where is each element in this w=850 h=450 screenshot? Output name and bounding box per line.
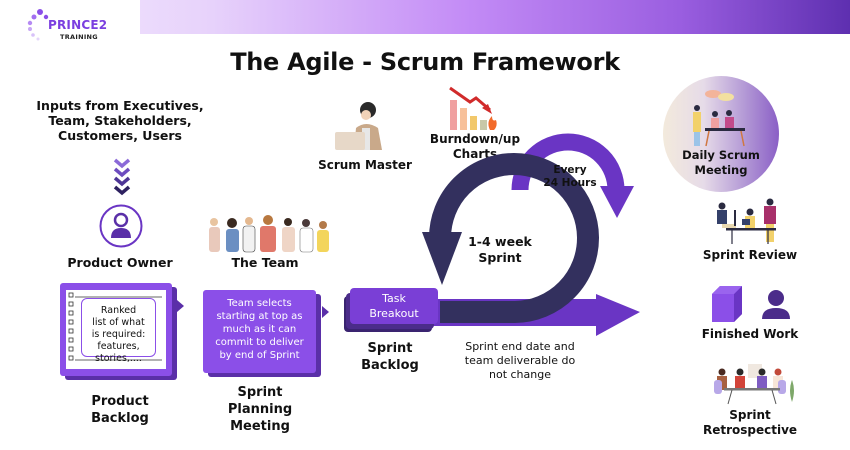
label-line: Meeting [694, 163, 748, 177]
sprint-note-line: Sprint end date and [465, 340, 575, 353]
scrum-master-illustration-icon [335, 102, 382, 150]
finished-work-icon [712, 286, 790, 322]
sprint-backlog-label: Sprint Backlog [340, 340, 440, 374]
label-line: Backlog [361, 358, 419, 373]
sprint-cycle-line: Sprint [478, 250, 522, 265]
sprint-planning-box: Team selects starting at top as much as … [203, 290, 316, 373]
sprint-cycle-line: 1-4 week [468, 234, 532, 249]
logo-subtitle: TRAINING [60, 33, 98, 41]
daily-scrum-label: Daily Scrum Meeting [663, 148, 779, 178]
inputs-line: Team, Stakeholders, [48, 113, 192, 128]
sprint-planning-line: starting at top as [216, 311, 303, 322]
sprint-loop-arc [429, 153, 599, 323]
label-line: Sprint [237, 385, 283, 400]
person-icon [768, 290, 784, 306]
chevrons-down-icon [113, 158, 131, 196]
daily-cycle-line: 24 Hours [543, 177, 597, 189]
arrow-right-icon [322, 306, 329, 318]
daily-cycle-line: Every [553, 164, 587, 176]
sprint-review-label: Sprint Review [702, 248, 798, 262]
sprint-planning-line: commit to deliver [215, 337, 304, 348]
page-title: The Agile - Scrum Framework [230, 48, 620, 76]
label-line: Planning [227, 402, 293, 417]
backlog-card-line: is required: [91, 329, 146, 340]
task-breakout-line: Task [382, 292, 406, 305]
label-line: Meeting [230, 419, 290, 434]
label-line: Product [91, 394, 149, 409]
sprint-planning-line: much as it can [222, 324, 297, 335]
product-backlog-label: Product Backlog [60, 393, 180, 427]
backlog-list: Ranked list of what is required: feature… [66, 290, 166, 369]
label-line: Charts [452, 147, 498, 161]
inputs-line: Inputs from Executives, [36, 98, 204, 113]
retrospective-illustration-icon [714, 364, 794, 405]
daily-scrum-circle: Daily Scrum Meeting [663, 76, 779, 192]
team-label: The Team [231, 255, 299, 270]
product-backlog-box: Ranked list of what is required: feature… [60, 283, 172, 376]
inputs-line: Customers, Users [58, 128, 182, 143]
backlog-card-line: Ranked [100, 305, 137, 316]
team-illustration-icon [209, 215, 329, 253]
burndown-chart-icon [449, 86, 497, 130]
backlog-card-line: list of what [92, 317, 145, 328]
sprint-note-line: not change [489, 368, 551, 381]
retrospective-label: Sprint Retrospective [695, 408, 805, 438]
inputs-text: Inputs from Executives, Team, Stakeholde… [20, 98, 220, 143]
sprint-planning-line: Team selects [227, 298, 292, 309]
logo-backdrop [0, 0, 140, 48]
backlog-card-line: features, [97, 341, 140, 352]
sprint-review-illustration-icon [717, 198, 776, 244]
product-owner-label: Product Owner [67, 255, 173, 270]
meeting-illustration-icon [693, 90, 745, 147]
task-breakout-line: Breakout [369, 307, 419, 320]
label-line: Burndown/up [429, 132, 521, 146]
header-band [0, 0, 850, 34]
sprint-output-arrow-head [596, 294, 640, 336]
label-line: Sprint [367, 341, 413, 356]
task-breakout-box: Task Breakout [350, 288, 438, 324]
label-line: Daily Scrum [682, 148, 760, 162]
finished-work-label: Finished Work [701, 327, 799, 341]
backlog-card: Ranked list of what is required: feature… [81, 298, 156, 364]
label-line: Backlog [91, 411, 149, 426]
person-circle-icon [99, 204, 143, 248]
sprint-loop-arrow-head [422, 232, 462, 285]
backlog-card-line: stories,.... [95, 353, 142, 364]
sprint-note: Sprint end date and team deliverable do … [445, 340, 595, 382]
sprint-note-line: team deliverable do [464, 354, 576, 367]
arrow-right-icon [177, 300, 184, 312]
sprint-cycle-text: 1-4 week Sprint [460, 234, 540, 266]
sprint-planning-text: Team selects starting at top as much as … [203, 297, 316, 362]
burndown-label: Burndown/up Charts [420, 132, 530, 162]
sprint-planning-line: by end of Sprint [219, 350, 300, 361]
logo-name: PRINCE2 [48, 18, 108, 32]
logo-dots-icon [27, 9, 49, 41]
daily-cycle-text: Every 24 Hours [535, 164, 605, 190]
label-line: Retrospective [702, 423, 798, 437]
scrum-master-label: Scrum Master [318, 158, 412, 172]
checklist-icon [68, 292, 162, 361]
sprint-planning-label: Sprint Planning Meeting [200, 384, 320, 435]
label-line: Sprint [729, 408, 771, 422]
daily-loop-arrow-head [600, 186, 634, 218]
